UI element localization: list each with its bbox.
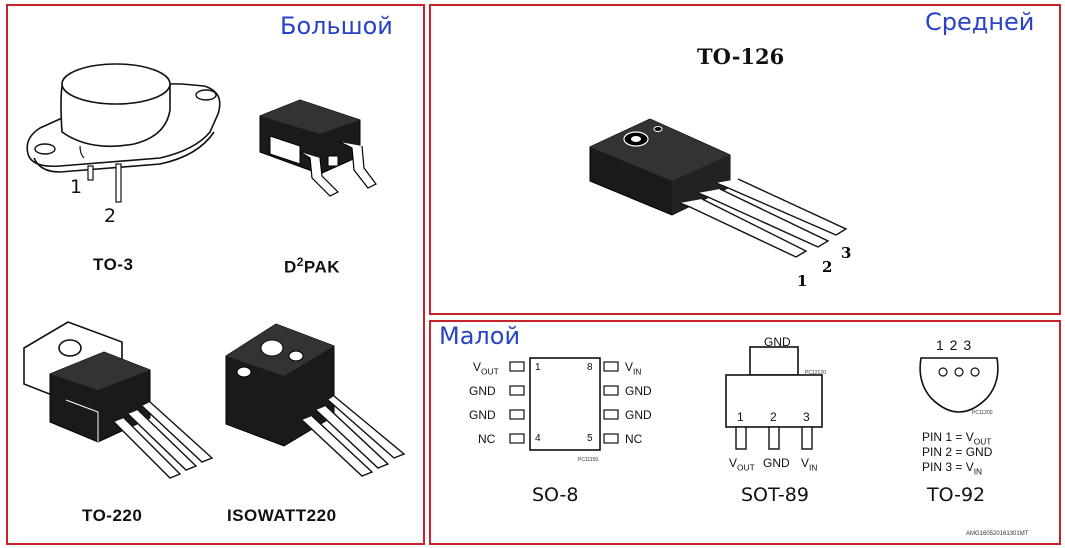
to126-pin2: 2 xyxy=(822,258,833,276)
footer-code: AMG160520161301MT xyxy=(966,531,1029,537)
so8-left-pin-nc: NC xyxy=(478,432,496,446)
to92-pin2: PIN 2 = GND xyxy=(922,445,993,459)
so8-right-pin-nc: NC xyxy=(625,432,643,446)
so8-left-pin-gnd1: GND xyxy=(469,384,496,398)
so8-drawing xyxy=(509,357,619,451)
so8-right-pin-gnd2: GND xyxy=(625,408,652,422)
d2pak-label-prefix: D xyxy=(284,257,297,277)
so8-right-pin-vin: VIN xyxy=(625,360,642,377)
so8-label: SO-8 xyxy=(532,484,579,506)
to3-pin1: 1 xyxy=(70,176,83,198)
panel-small xyxy=(429,320,1061,545)
panel-large xyxy=(6,4,425,545)
sot89-num-3: 3 xyxy=(803,410,810,424)
so8-left-pin-gnd2: GND xyxy=(469,408,496,422)
sot89-tab-gnd: GND xyxy=(764,335,791,349)
panel-medium xyxy=(429,4,1061,315)
to126-drawing xyxy=(589,118,848,258)
to3-label: TO-3 xyxy=(93,255,134,274)
sot89-pin-vin: VIN xyxy=(801,456,818,473)
isowatt220-label: ISOWATT220 xyxy=(227,506,337,525)
to126-pin3: 3 xyxy=(841,244,852,262)
to3-pin2: 2 xyxy=(104,205,117,227)
isowatt220-drawing xyxy=(225,323,406,477)
so8-left-pin-vout: VOUT xyxy=(473,360,499,377)
to220-label: TO-220 xyxy=(82,506,143,525)
panel-large-title: Большой xyxy=(280,12,393,40)
so8-code: PC11150 xyxy=(578,457,599,463)
sot89-code: PC12120 xyxy=(805,370,826,376)
so8-num-1: 1 xyxy=(535,362,541,373)
sot89-pin-vout: VOUT xyxy=(729,456,755,473)
sot89-pin-gnd: GND xyxy=(763,456,790,470)
to92-pin1: PIN 1 = VOUT xyxy=(922,430,992,447)
so8-num-5: 5 xyxy=(587,433,593,444)
to92-pin3: PIN 3 = VIN xyxy=(922,460,983,477)
so8-num-4: 4 xyxy=(535,433,541,444)
to92-code: PC11200 xyxy=(972,410,993,416)
sot89-drawing xyxy=(725,346,823,450)
to92-label: TO-92 xyxy=(927,484,986,506)
sot89-num-2: 2 xyxy=(770,410,777,424)
to126-label: TO-126 xyxy=(697,44,785,69)
d2pak-label-suffix: PAK xyxy=(303,257,341,277)
so8-num-8: 8 xyxy=(587,362,593,373)
d2pak-drawing xyxy=(259,99,377,197)
to126-pin1: 1 xyxy=(797,272,808,290)
so8-right-pin-gnd1: GND xyxy=(625,384,652,398)
to92-drawing xyxy=(919,357,999,413)
sot89-label: SOT-89 xyxy=(741,484,809,506)
to3-drawing xyxy=(26,63,221,203)
sot89-num-1: 1 xyxy=(737,410,744,424)
to220-drawing xyxy=(23,321,214,479)
panel-medium-title: Средней xyxy=(925,8,1035,36)
panel-small-title: Малой xyxy=(439,322,521,350)
d2pak-label-sup: 2 xyxy=(296,255,304,269)
d2pak-label: D2PAK xyxy=(284,255,340,278)
to92-nums: 1 2 3 xyxy=(936,337,972,353)
